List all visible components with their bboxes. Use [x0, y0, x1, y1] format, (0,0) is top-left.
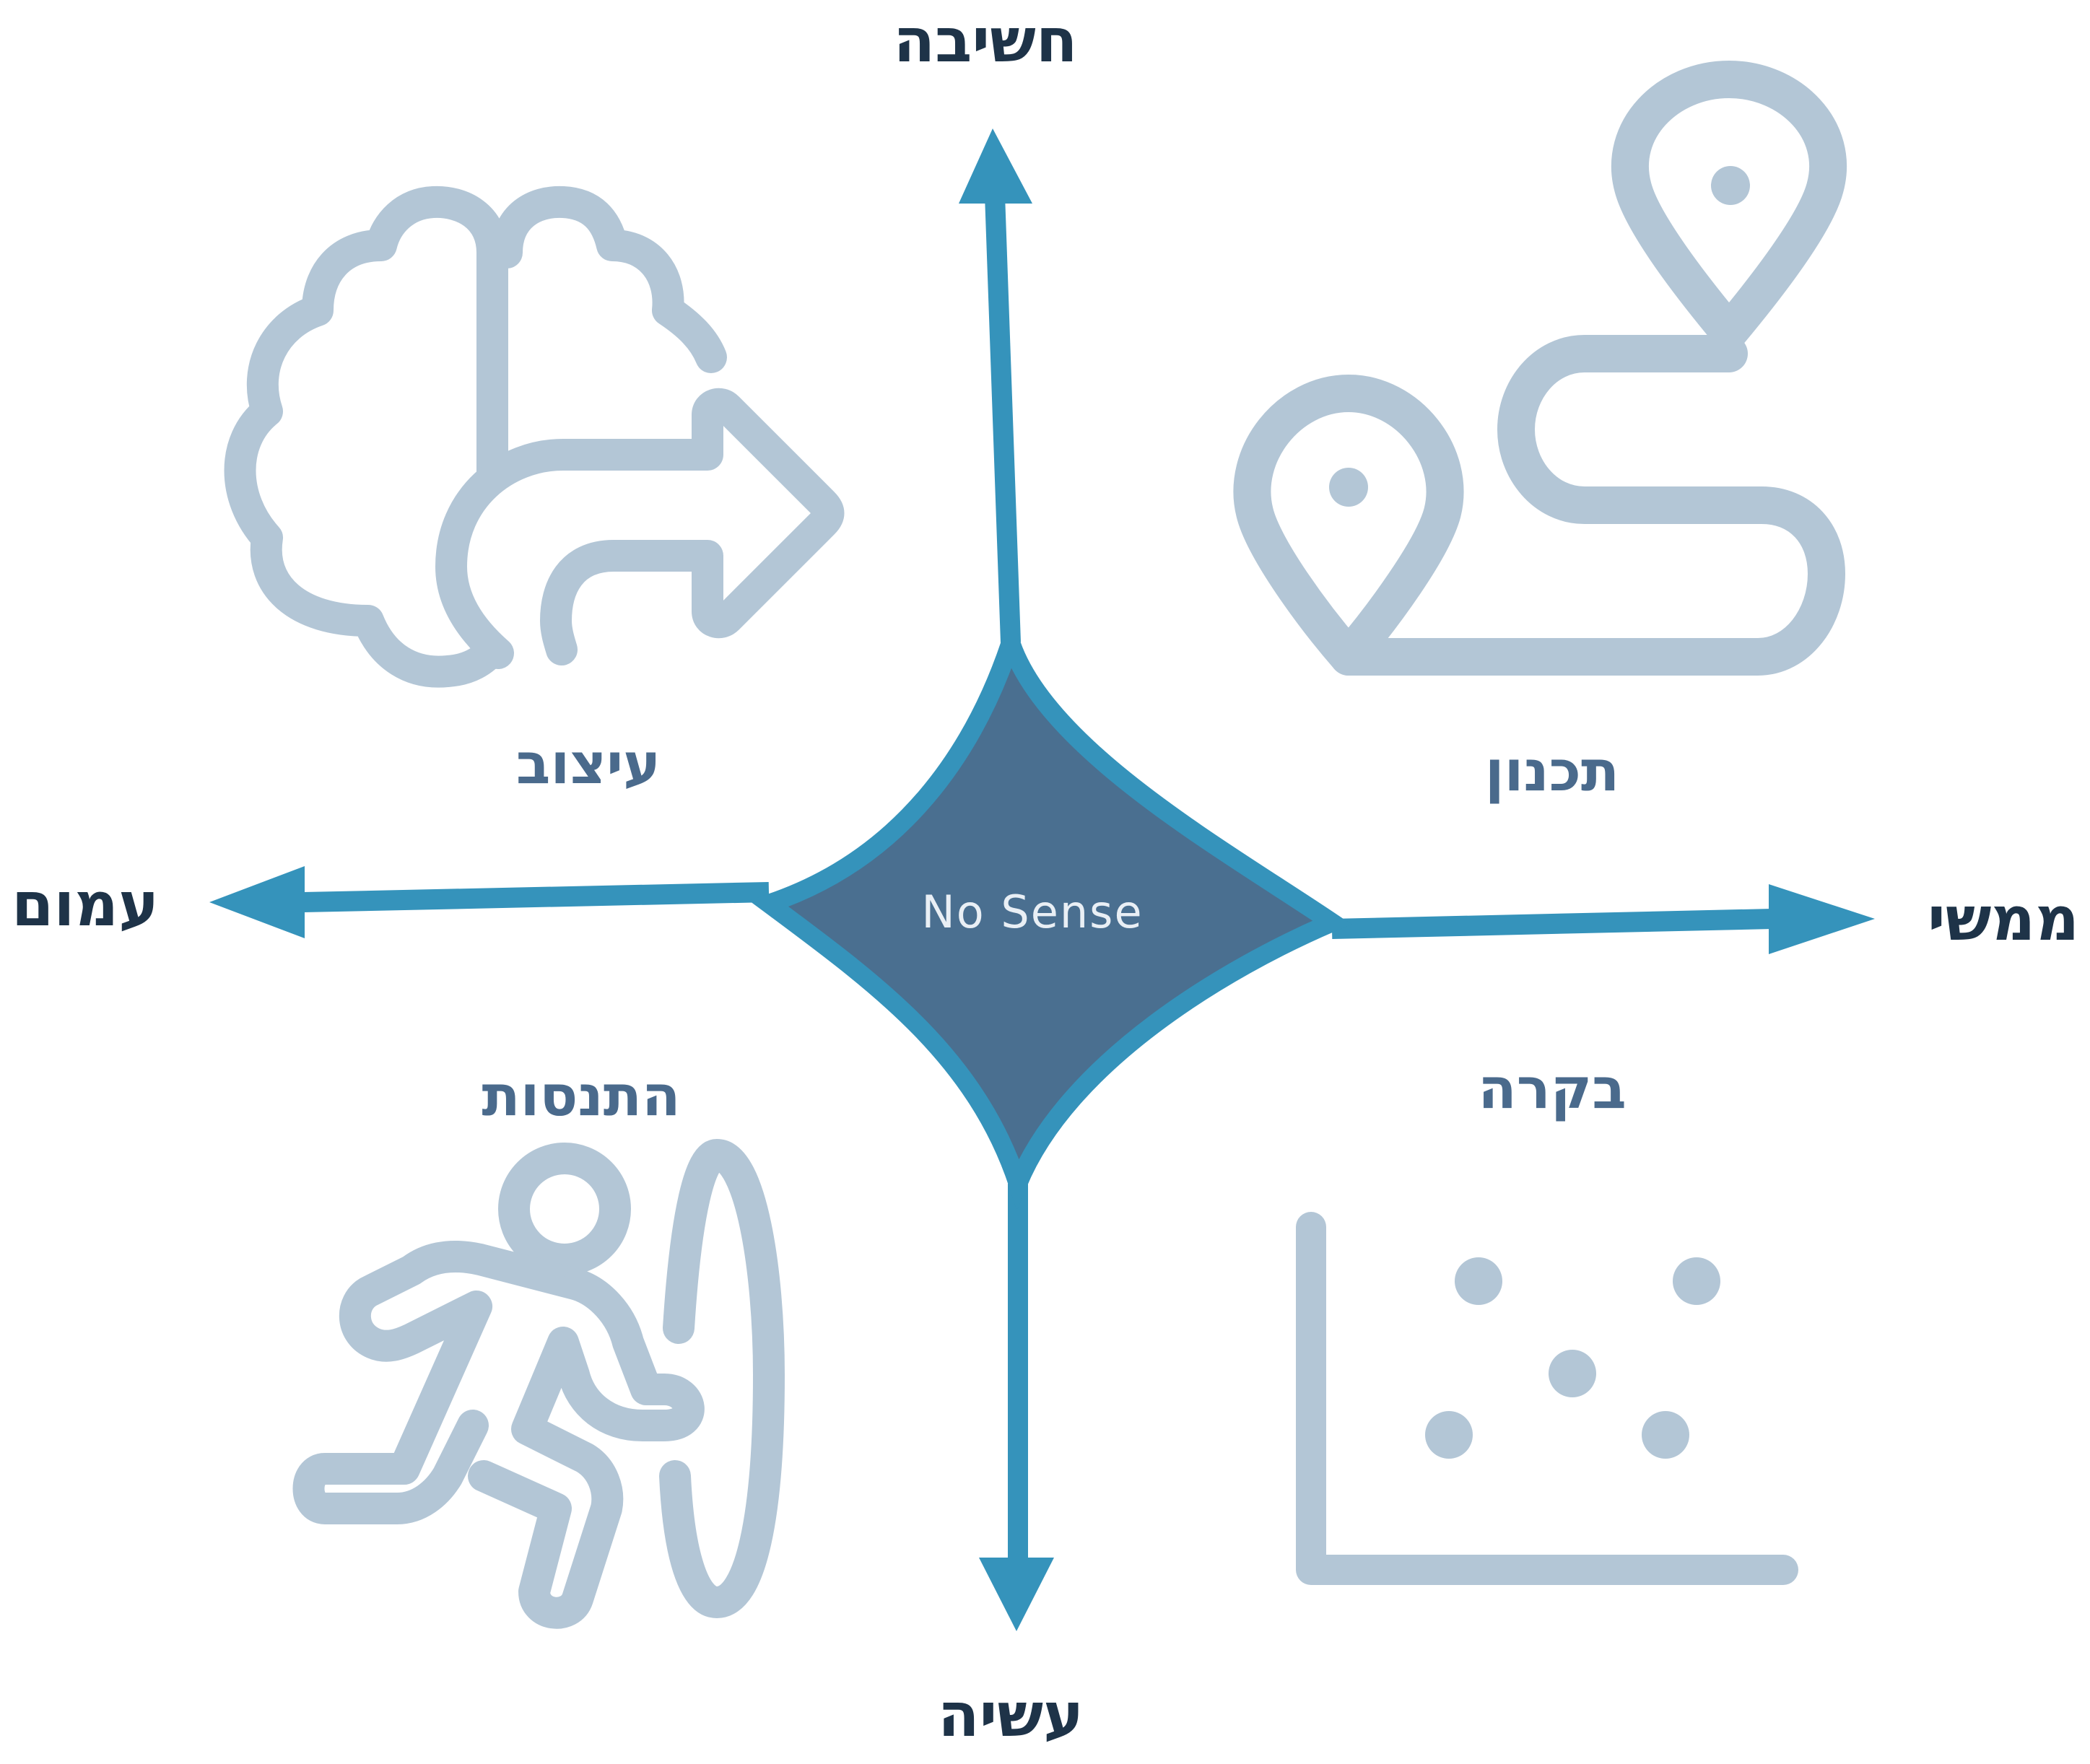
axis-label-bottom: עשיה	[938, 1680, 1084, 1750]
axes	[302, 194, 1773, 1563]
brain-arrow-icon	[224, 185, 845, 688]
arrowhead-left	[209, 866, 305, 938]
arrowhead-right	[1769, 884, 1875, 954]
center-label: No Sense	[921, 886, 1143, 938]
quadrant-label-top-left: עיצוב	[516, 732, 661, 797]
route-map-pin-dots	[1329, 166, 1750, 507]
axis-label-left: עמום	[12, 869, 159, 940]
axis-label-right: ממשי	[1928, 883, 2079, 954]
arrowhead-up	[959, 128, 1032, 204]
person-through-portal-icon	[292, 1139, 785, 1629]
route-map-icon	[1233, 61, 1847, 676]
axis-up	[985, 194, 1021, 643]
arrowhead-down	[979, 1558, 1054, 1631]
axis-left	[302, 882, 770, 912]
arrowheads	[209, 128, 1875, 1631]
quadrant-label-bottom-right: בקרה	[1478, 1057, 1627, 1122]
quadrant-label-bottom-left: התנסות	[482, 1064, 680, 1129]
axis-label-top: חשיבה	[893, 5, 1077, 76]
center-shape	[749, 612, 1352, 1211]
scatter-plot-icon	[1296, 1212, 1798, 1585]
axis-right	[1331, 909, 1773, 939]
quadrant-label-top-right: תכנון	[1485, 739, 1619, 804]
